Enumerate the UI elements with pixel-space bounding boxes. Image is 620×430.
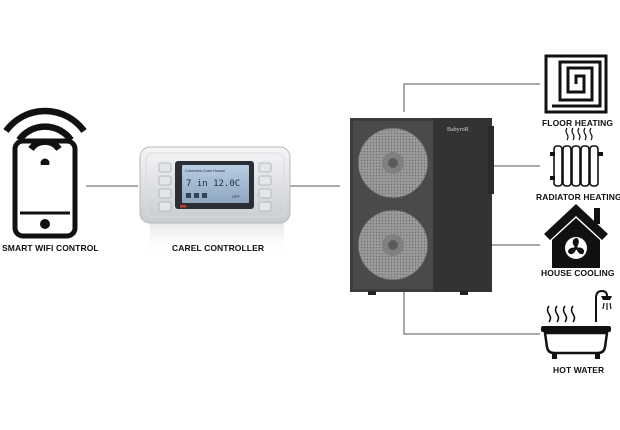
smartphone-wifi-icon [3, 107, 87, 239]
controller-right-buttons [258, 162, 272, 212]
brand-badge: BabyroR [447, 127, 469, 133]
carel-controller: Cuberama Guzel Hoorau 7 in 12.0C OFF [139, 146, 291, 254]
hot-water-link [403, 292, 540, 335]
radiator-heating-label: RADIATOR HEATING [536, 192, 620, 202]
carel-logo [180, 205, 186, 208]
heat-pump-unit: BabyroR [350, 118, 494, 295]
floor-heating-icon [544, 54, 608, 114]
radiator-icon [550, 127, 603, 187]
lcd-line-3: OFF [232, 194, 241, 199]
house-fan-icon [544, 204, 608, 268]
floor-heating-link [403, 83, 540, 112]
bathtub-icon [541, 289, 612, 359]
controller-label: CAREL CONTROLLER [172, 243, 265, 253]
floor-heating-label: FLOOR HEATING [542, 118, 614, 128]
phone-label: SMART WIFI CONTROL [2, 243, 99, 253]
house-cooling-label: HOUSE COOLING [541, 268, 615, 278]
hot-water-label: HOT WATER [553, 365, 605, 375]
lcd-line-1: Cuberama Guzel Hoorau [185, 169, 225, 173]
controller-left-buttons [158, 162, 172, 212]
lcd-line-2: 7 in 12.0C [186, 179, 240, 189]
connector-lines [86, 83, 540, 335]
